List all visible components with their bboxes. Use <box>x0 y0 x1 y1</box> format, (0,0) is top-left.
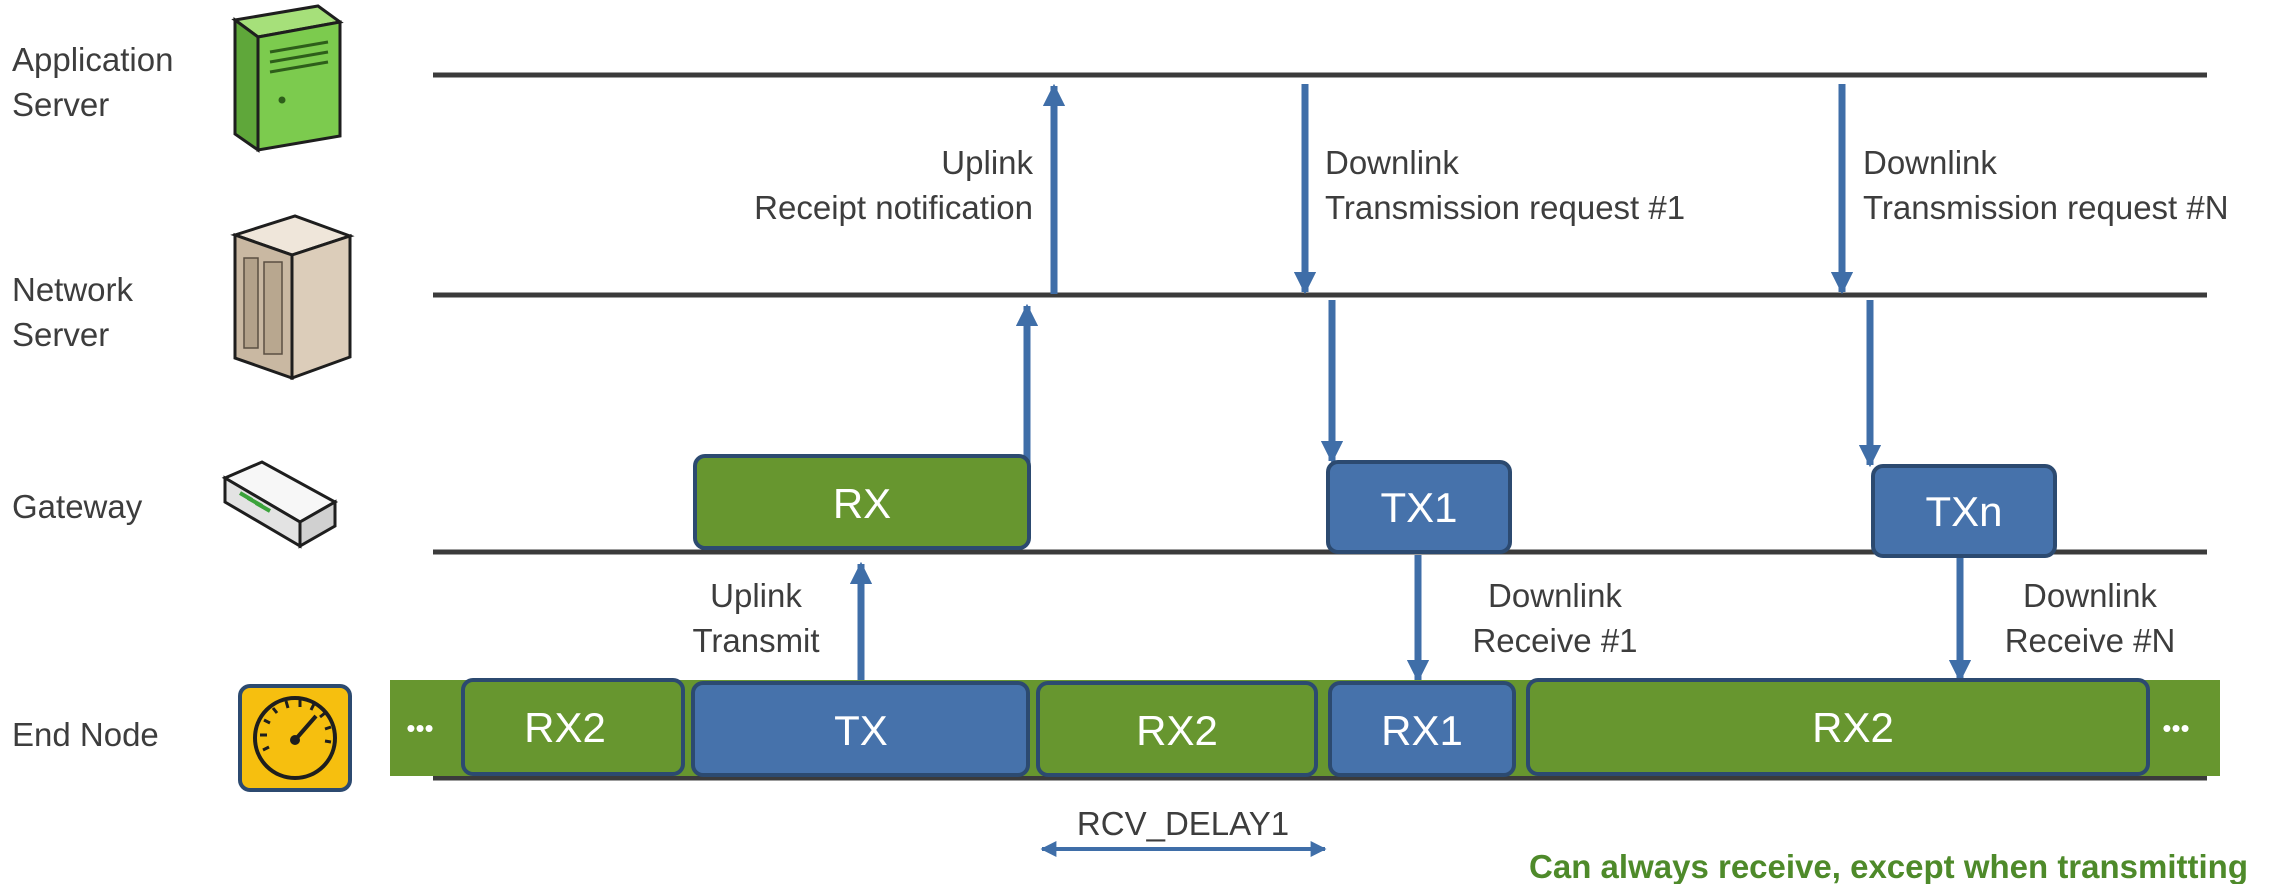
row-label-app-server-line2: Server <box>12 86 109 123</box>
downlink-requestn-label-line2: Transmission request #N <box>1863 189 2229 226</box>
rcv-delay-label: RCV_DELAY1 <box>1077 805 1289 842</box>
end-node-rx2-box-b <box>1036 681 1318 777</box>
row-label-end-node: End Node <box>12 716 159 753</box>
end-node-rx2-label-c: RX2 <box>1812 704 1894 751</box>
downlink-request1-label-line1: Downlink <box>1325 144 1459 181</box>
downlink-requestn-label-line1: Downlink <box>1863 144 1997 181</box>
downlink-receive1-label-line2: Receive #1 <box>1472 622 1637 659</box>
end-node-tx-box <box>691 681 1030 777</box>
uplink-transmit-label-line2: Transmit <box>692 622 819 659</box>
uplink-transmit-label-line1: Uplink <box>710 577 802 614</box>
gateway-tx1-box <box>1326 460 1512 554</box>
end-node-rx2-box-a <box>461 678 685 776</box>
end-node-rx2-box-c <box>1526 678 2150 776</box>
row-label-gateway: Gateway <box>12 488 143 525</box>
downlink-receiven-label-line1: Downlink <box>2023 577 2157 614</box>
end-node-tx-label: TX <box>834 707 888 754</box>
end-node-rx2-label-a: RX2 <box>524 704 606 751</box>
downlink-receiven-label-line2: Receive #N <box>2005 622 2176 659</box>
end-node-ellipsis-left: ••• <box>406 713 433 743</box>
uplink-receipt-label-line2: Receipt notification <box>754 189 1033 226</box>
end-node-ellipsis-right: ••• <box>2162 713 2189 743</box>
gateway-txn-box <box>1871 464 2057 558</box>
row-label-network-server-line1: Network <box>12 271 134 308</box>
gateway-rx-label: RX <box>833 480 891 527</box>
always-receive-note: Can always receive, except when transmit… <box>1529 848 2248 884</box>
row-label-app-server-line1: Application <box>12 41 173 78</box>
gauge-meter-icon <box>238 684 352 792</box>
beige-server-icon <box>230 214 355 381</box>
end-node-rx1-box <box>1328 681 1516 777</box>
uplink-receipt-label-line1: Uplink <box>941 144 1033 181</box>
downlink-request1-label-line2: Transmission request #1 <box>1325 189 1685 226</box>
gateway-rx-box <box>693 454 1031 550</box>
gateway-tx1-label: TX1 <box>1380 484 1457 531</box>
green-server-icon <box>231 4 344 153</box>
downlink-receive1-label-line1: Downlink <box>1488 577 1622 614</box>
row-label-network-server-line2: Server <box>12 316 109 353</box>
gateway-txn-label: TXn <box>1925 488 2002 535</box>
end-node-rx1-label: RX1 <box>1381 707 1463 754</box>
end-node-rx2-label-b: RX2 <box>1136 707 1218 754</box>
gateway-router-icon <box>221 460 339 549</box>
